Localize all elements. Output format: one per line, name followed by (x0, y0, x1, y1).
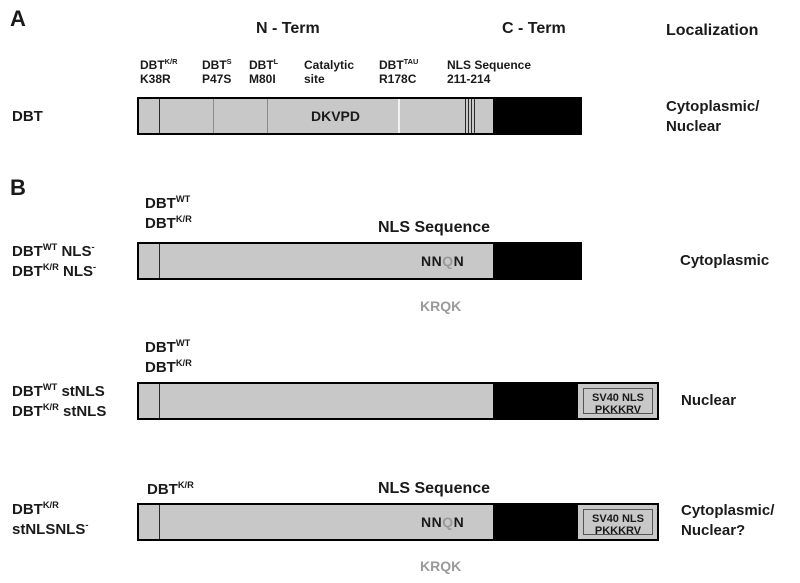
row3-above-label: DBTK/R (147, 480, 194, 498)
row1-protein-bar: NNQN (137, 242, 582, 280)
row1-k38-marker (159, 244, 160, 278)
row2-localization: Nuclear (681, 392, 737, 409)
row3-localization: Cytoplasmic/ Nuclear? (681, 502, 775, 539)
dbt-localization: Cytoplasmic/ Nuclear (666, 98, 760, 135)
nls-marker-2 (468, 99, 469, 133)
site-p47s: DBTS P47S (202, 57, 232, 86)
panel-a-label: A (10, 6, 26, 31)
row3-sv40-nls-tag: SV40 NLS PKKKRV (583, 509, 653, 537)
panel-b-label: B (10, 175, 26, 200)
row1-above-labels: DBTWT DBTK/R (145, 194, 192, 232)
row2-c-terminal-domain (493, 384, 578, 418)
dbt-protein-bar: DKVPD (137, 97, 582, 135)
row2-construct-labels: DBTWT stNLS DBTK/R stNLS (12, 382, 107, 420)
nls-marker-1 (465, 99, 466, 133)
row1-nnqn-mutation: NNQN (421, 253, 465, 269)
site-k38r: DBTK/R K38R (140, 57, 178, 86)
nls-marker-3 (471, 99, 472, 133)
nls-marker-4 (474, 99, 475, 133)
site-marker-p47s (213, 99, 214, 133)
row2-protein-bar: SV40 NLS PKKKRV (137, 382, 659, 420)
site-marker-k38r (159, 99, 160, 133)
row2-k38-marker (159, 384, 160, 418)
site-catalytic: Catalytic site (304, 58, 355, 86)
row3-k38-marker (159, 505, 160, 539)
row2-sv40-nls-tag: SV40 NLS PKKKRV (583, 388, 653, 416)
row1-nls-title: NLS Sequence (378, 219, 491, 236)
row1-localization: Cytoplasmic (680, 252, 770, 269)
row1-c-terminal-domain (493, 244, 580, 278)
row3-construct-labels: DBTK/R stNLSNLS- (12, 500, 89, 538)
row3-nls-title: NLS Sequence (378, 480, 491, 497)
site-marker-m80i (267, 99, 268, 133)
row1-krqk-label: KRQK (420, 298, 462, 314)
catalytic-motif: DKVPD (311, 108, 361, 124)
site-m80i: DBTL M80I (249, 57, 279, 86)
row3-krqk-label: KRQK (420, 558, 462, 574)
site-marker-r178c (398, 99, 400, 133)
n-term-label: N - Term (256, 20, 320, 37)
site-r178c: DBTTAU R178C (379, 57, 419, 86)
c-term-label: C - Term (502, 20, 566, 37)
row2-above-labels: DBTWT DBTK/R (145, 338, 192, 376)
row3-c-terminal-domain (493, 505, 578, 539)
row3-protein-bar: NNQN SV40 NLS PKKKRV (137, 503, 659, 541)
row1-construct-labels: DBTWT NLS- DBTK/R NLS- (12, 242, 97, 280)
site-nls-sequence: NLS Sequence 211-214 (447, 58, 532, 86)
row3-nnqn-mutation: NNQN (421, 514, 465, 530)
c-terminal-domain (493, 99, 580, 133)
localization-header: Localization (666, 22, 759, 39)
dbt-row-label: DBT (12, 108, 43, 125)
